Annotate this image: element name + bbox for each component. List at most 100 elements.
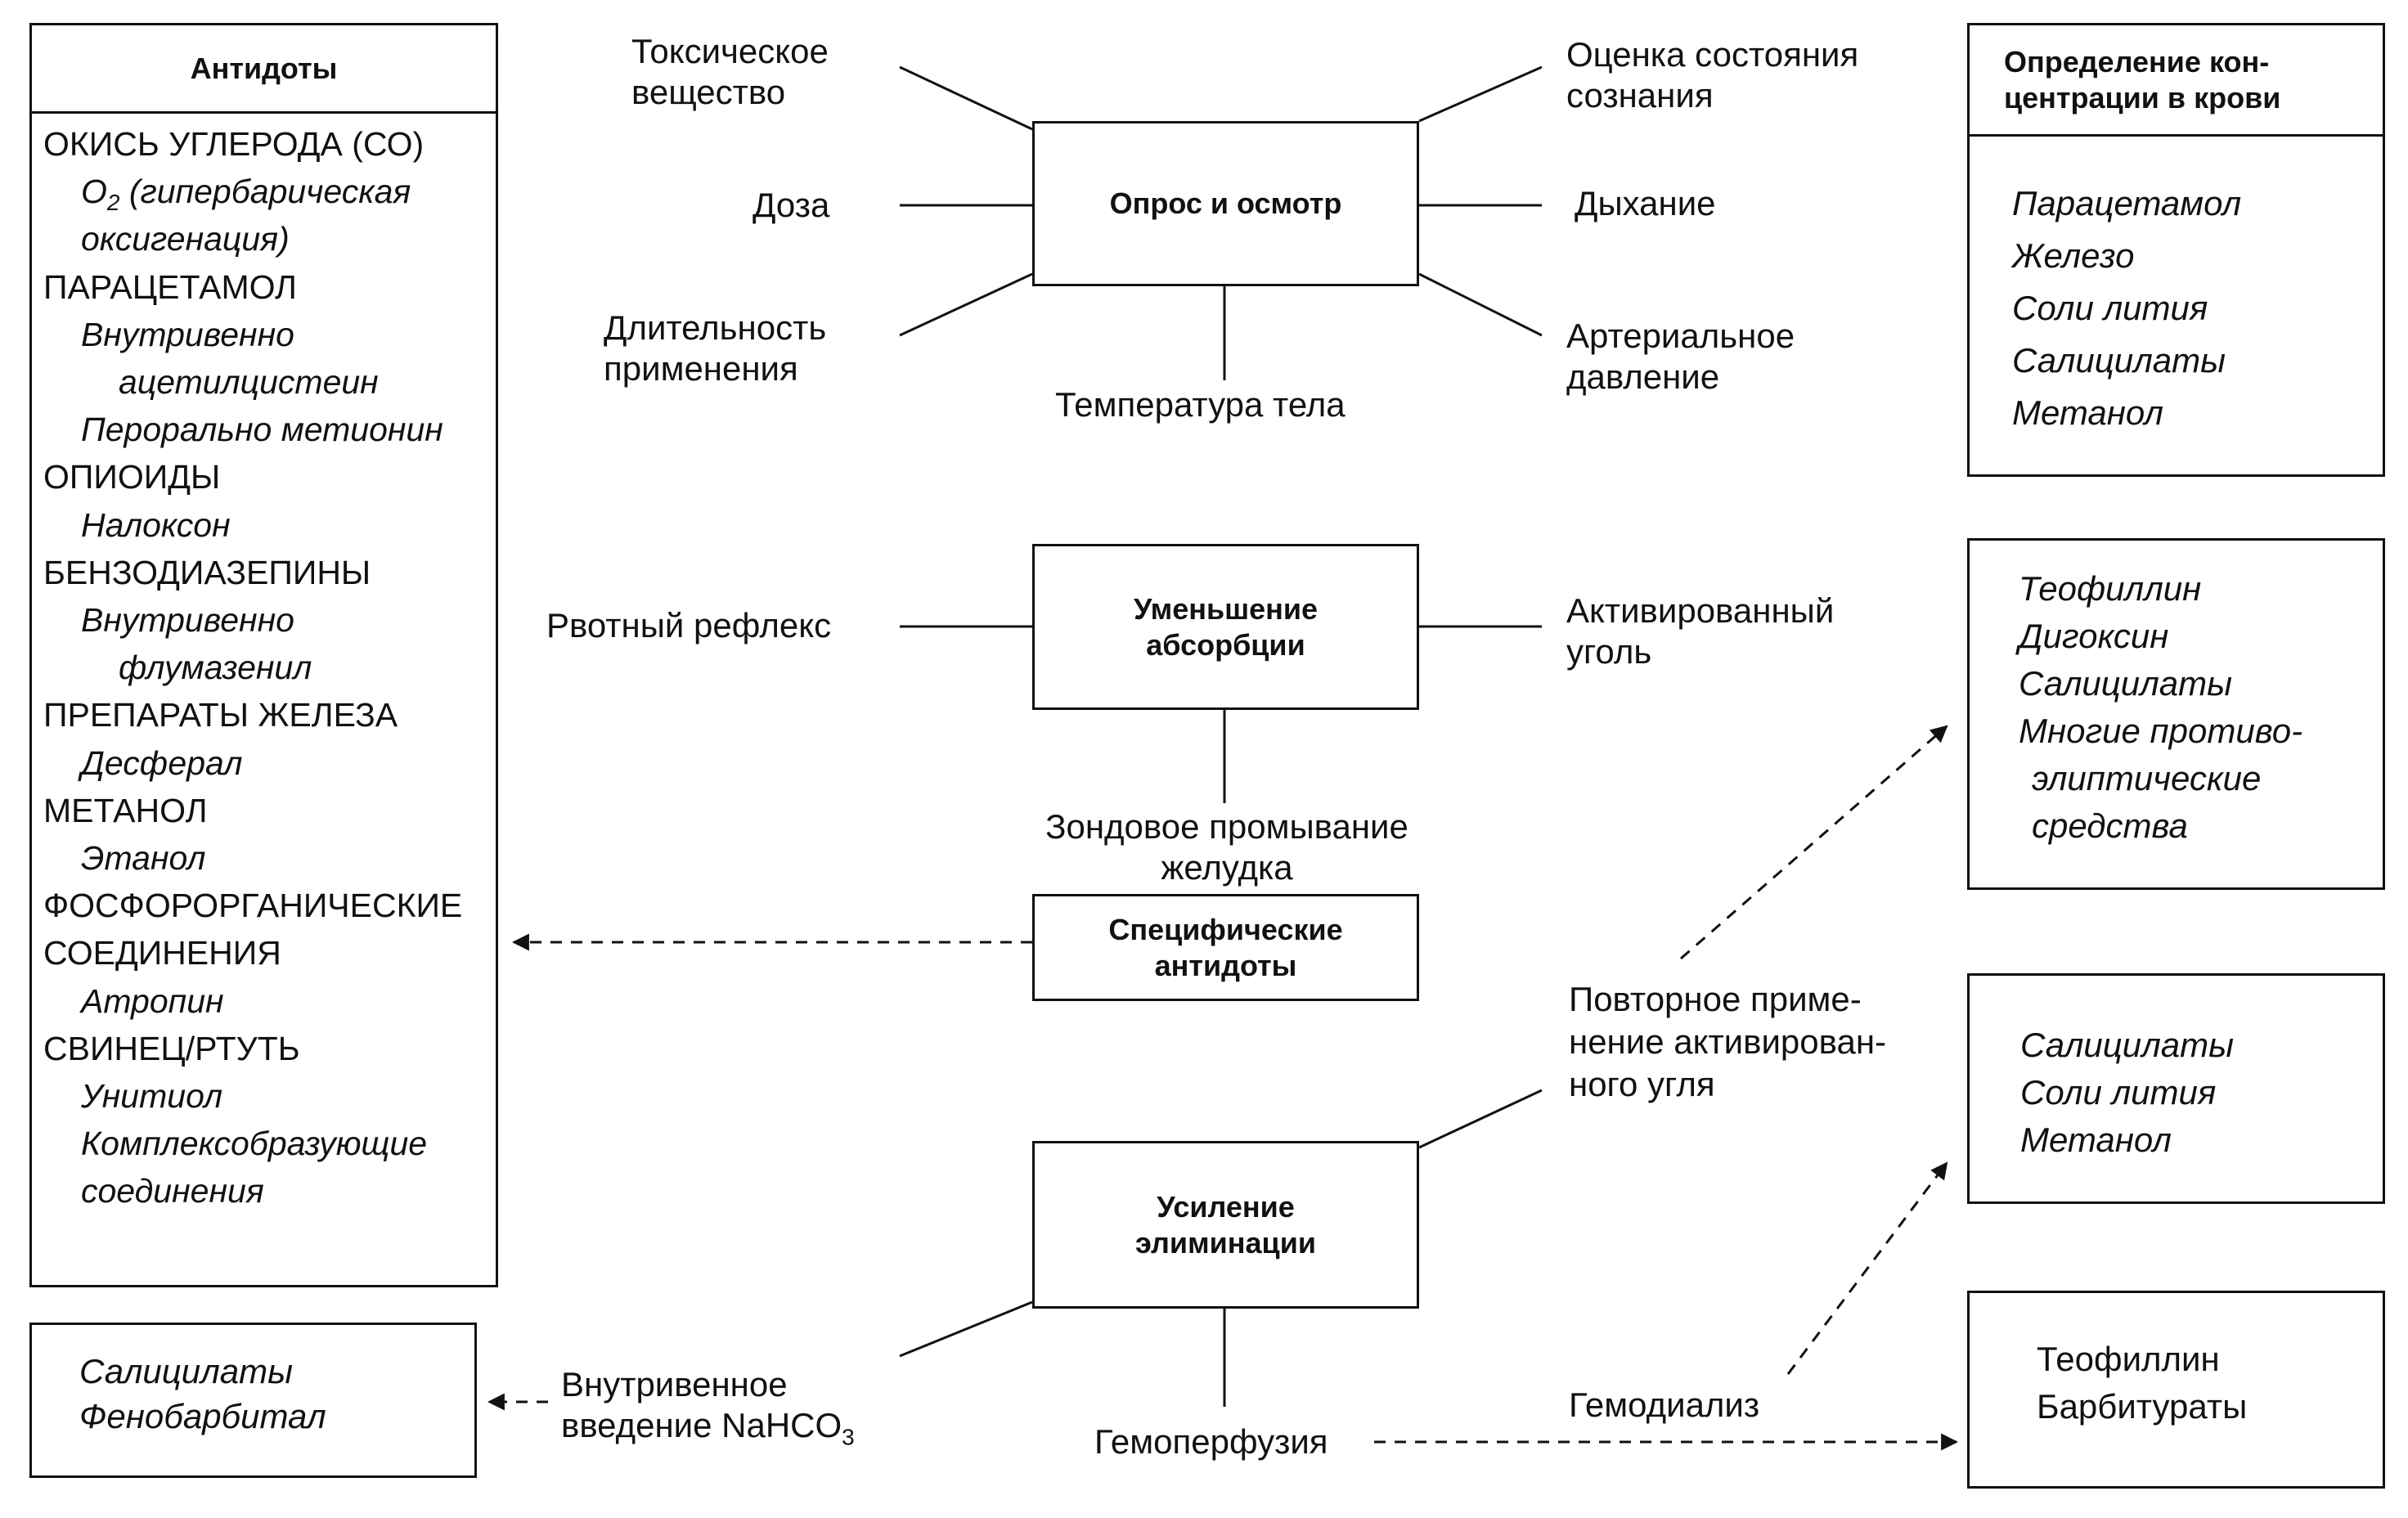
- label-toxic-line1: Токсическое: [631, 32, 829, 70]
- antidote-treatment-item: O2 (гипербарическая: [81, 171, 411, 216]
- hemodialysis-box: Салицилаты Соли лития Метанол: [1967, 973, 2385, 1204]
- antidote-treatment-item: Внутривенно: [81, 315, 294, 353]
- blood-concentration-box: Определение кон- центрации в крови Парац…: [1967, 23, 2385, 477]
- label-lavage-line1: Зондовое промывание: [1045, 807, 1408, 846]
- label-iv-line2-text: введение NaHCO: [561, 1406, 842, 1444]
- antidote-poison-heading: МЕТАНОЛ: [43, 791, 208, 829]
- hemoperfusion-item-0: Теофиллин: [2037, 1340, 2220, 1378]
- label-gag-reflex: Рвотный рефлекс: [546, 606, 832, 644]
- spoke-repeat: [1418, 1089, 1543, 1149]
- antidote-poison-heading: ПАРАЦЕТАМОЛ: [43, 267, 297, 306]
- blood-item-4: Метанол: [2012, 393, 2163, 432]
- label-temperature: Температура тела: [1055, 385, 1346, 424]
- label-bp-line1: Артериальное: [1566, 317, 1795, 355]
- antidote-treatment-item: Перорально метионин: [81, 411, 443, 449]
- antidotes-title: Антидоты: [32, 25, 496, 114]
- repeat-item-0: Теофиллин: [2019, 569, 2202, 608]
- repeat-item-1: Дигоксин: [2019, 617, 2169, 655]
- label-dose: Доза: [752, 186, 830, 224]
- label-charcoal-line1: Активированный: [1566, 591, 1835, 630]
- label-iv-line2: введение NaHCO3: [561, 1405, 855, 1450]
- label-bp: Артериальное давление: [1566, 316, 1795, 397]
- elimination-node-line1: Усиление: [1157, 1189, 1295, 1224]
- label-repeat-line2: нение активирован-: [1569, 1022, 1887, 1061]
- exam-node: Опрос и осмотр: [1032, 121, 1419, 286]
- blood-item-0: Парацетамол: [2012, 184, 2242, 222]
- repeat-item-2: Салицилаты: [2019, 664, 2233, 703]
- absorption-node-line2: абсорбции: [1146, 627, 1305, 662]
- antidote-poison-heading: ОПИОИДЫ: [43, 458, 221, 496]
- antidote-poison-heading: СВИНЕЦ/РТУТЬ: [43, 1029, 300, 1067]
- antidote-treatment-item: Комплексобразующие: [81, 1125, 428, 1163]
- elimination-node-line2: элиминации: [1135, 1225, 1316, 1260]
- label-bp-line2: давление: [1566, 357, 1720, 396]
- hemoperfusion-item-1: Барбитураты: [2037, 1387, 2248, 1426]
- antidote-treatment-item: флумазенил: [119, 649, 312, 687]
- antidote-treatment-item: ацетилцистеин: [119, 363, 379, 401]
- alkalinization-box: Салицилаты Фенобарбитал: [29, 1323, 477, 1478]
- blood-item-3: Салицилаты: [2012, 341, 2226, 380]
- antidote-treatment-item: Этанол: [81, 839, 206, 877]
- label-repeat-line1: Повторное приме-: [1569, 980, 1862, 1018]
- label-lavage-line2: желудка: [1161, 848, 1293, 887]
- specific-node-line1: Специфические: [1108, 912, 1343, 946]
- blood-item-1: Железо: [2012, 236, 2135, 275]
- antidotes-box: Антидоты ОКИСЬ УГЛЕРОДА (СО) O2 (гипербар…: [29, 23, 498, 1287]
- hemodialysis-item-2: Метанол: [2020, 1121, 2172, 1159]
- label-charcoal-line2: уголь: [1566, 632, 1652, 671]
- hemodialysis-item-0: Салицилаты: [2020, 1026, 2235, 1064]
- antidote-treatment-item: Десферал: [81, 743, 243, 782]
- antidote-treatment-item: Унитиол: [81, 1077, 223, 1115]
- label-hemoperfusion: Гемоперфузия: [1094, 1422, 1328, 1461]
- exam-node-label: Опрос и осмотр: [1109, 186, 1342, 220]
- label-charcoal: Активированный уголь: [1566, 591, 1834, 672]
- antidote-poison-heading: ОКИСЬ УГЛЕРОДА (СО): [43, 125, 425, 163]
- label-iv-line1: Внутривенное: [561, 1365, 788, 1403]
- blood-item-2: Соли лития: [2012, 289, 2208, 327]
- repeat-item-5: средства: [2032, 806, 2188, 845]
- antidote-treatment-item: Налоксон: [81, 505, 231, 544]
- label-lavage: Зондовое промывание желудка: [1022, 806, 1431, 888]
- spoke-consciousness: [1418, 65, 1543, 123]
- label-repeat-line3: ного угля: [1569, 1065, 1715, 1103]
- label-duration-line2: применения: [604, 349, 798, 388]
- label-consciousness: Оценка состояния сознания: [1566, 34, 1858, 116]
- label-repeat-charcoal: Повторное приме- нение активирован- ного…: [1569, 978, 1886, 1106]
- absorption-node: Уменьшение абсорбции: [1032, 544, 1419, 710]
- label-breathing: Дыхание: [1575, 184, 1716, 222]
- absorption-node-line1: Уменьшение: [1133, 591, 1319, 626]
- antidote-treatment-item: Внутривенно: [81, 601, 294, 639]
- repeat-item-3: Многие противо-: [2019, 712, 2303, 750]
- hemoperfusion-box: Теофиллин Барбитураты: [1967, 1291, 2385, 1489]
- spoke-iv: [899, 1300, 1033, 1358]
- label-consciousness-line1: Оценка состояния: [1566, 35, 1859, 74]
- antidote-poison-heading: ПРЕПАРАТЫ ЖЕЛЕЗА: [43, 696, 398, 734]
- alkalinization-item-1: Фенобарбитал: [79, 1397, 326, 1435]
- specific-antidotes-node: Специфические антидоты: [1032, 894, 1419, 1001]
- spoke-duration: [899, 272, 1033, 337]
- antidote-treatment-item: соединения: [81, 1172, 264, 1210]
- blood-concentration-title-line1: Определение кон-: [2004, 44, 2270, 79]
- antidote-line-rest: (гипербарическая: [119, 173, 411, 211]
- label-duration: Длительность применения: [604, 308, 826, 389]
- antidote-treatment-item: оксигенация): [81, 220, 290, 258]
- blood-concentration-title-line2: центрации в крови: [2004, 80, 2281, 115]
- antidote-line-subscript: 2: [106, 190, 120, 216]
- spoke-bp: [1418, 272, 1543, 337]
- alkalinization-item-0: Салицилаты: [79, 1352, 294, 1390]
- label-toxic: Токсическое вещество: [631, 31, 829, 113]
- arrow-repeat-to-box: [1680, 725, 1948, 960]
- label-iv-bicarbonate: Внутривенное введение NaHCO3: [561, 1364, 855, 1450]
- specific-node-line2: антидоты: [1154, 948, 1297, 982]
- antidote-poison-heading: ФОСФОРОРГАНИЧЕСКИЕ: [43, 887, 463, 925]
- repeat-item-4: элиптические: [2032, 759, 2262, 797]
- antidote-poison-heading: БЕНЗОДИАЗЕПИНЫ: [43, 553, 371, 591]
- antidote-poison-heading: СОЕДИНЕНИЯ: [43, 934, 281, 972]
- arrow-hemodialysis-to-box: [1786, 1161, 1948, 1375]
- label-consciousness-line2: сознания: [1566, 76, 1714, 115]
- label-iv-sub: 3: [842, 1424, 855, 1450]
- label-toxic-line2: вещество: [631, 73, 786, 111]
- repeat-charcoal-box: Теофиллин Дигоксин Салицилаты Многие про…: [1967, 538, 2385, 890]
